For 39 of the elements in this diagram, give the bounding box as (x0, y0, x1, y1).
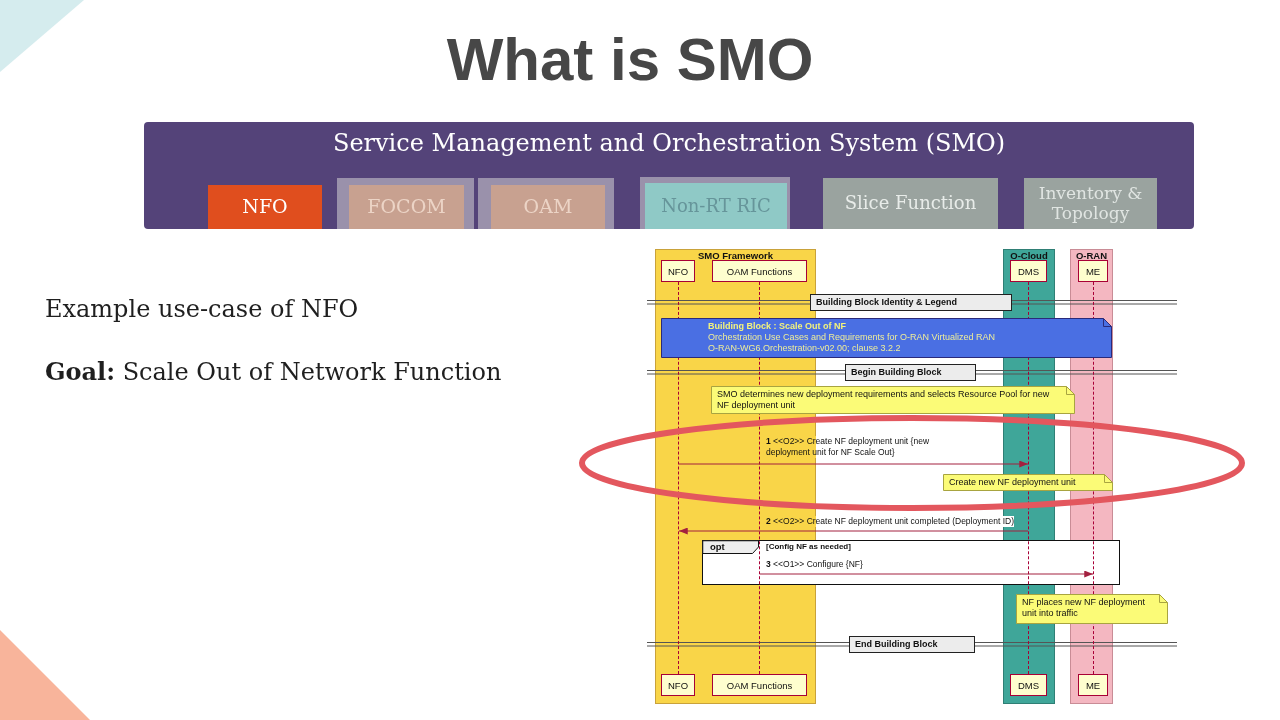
participant-box: ME (1078, 674, 1108, 696)
fragment-tab (702, 540, 760, 554)
participant-box: NFO (661, 674, 695, 696)
participant-box: OAM Functions (712, 260, 807, 282)
note-box (943, 474, 1113, 491)
note-heading: Building Block : Scale Out of NF (708, 321, 846, 332)
participant-box: ME (1078, 260, 1108, 282)
participant-box: DMS (1010, 260, 1047, 282)
note-text: SMO determines new deployment requirements and selects Resource Pool for new NF deployment unit (717, 389, 1051, 411)
note-box (1016, 594, 1168, 624)
banner-title: Service Management and Orchestration System (SMO) (332, 128, 1006, 158)
function-tile: Slice Function (823, 178, 998, 229)
note-text: Create new NF deployment unit (949, 477, 1076, 488)
slide-title: What is SMO (446, 27, 814, 93)
divider-label: Building Block Identity & Legend (810, 294, 1012, 311)
group-title: O-RAN (1075, 251, 1108, 261)
body-text: Goal: Scale Out of Network Function (45, 358, 502, 387)
note-box (661, 318, 1112, 358)
divider-label: End Building Block (849, 636, 975, 653)
function-tile: Inventory & Topology (1024, 178, 1157, 229)
divider-label: Begin Building Block (845, 364, 976, 381)
note-text: NF places new NF deployment unit into traffic (1022, 597, 1147, 619)
participant-box: DMS (1010, 674, 1047, 696)
message-arrow (678, 527, 1029, 535)
function-tile: NFO (208, 185, 322, 229)
message-arrow (759, 570, 1094, 578)
message-arrow (678, 460, 1029, 468)
participant-box: OAM Functions (712, 674, 807, 696)
message-label: 3 <<O1>> Configure {NF} (766, 559, 863, 570)
note-box (711, 386, 1075, 414)
note-text: Orchestration Use Cases and Requirements for O-RAN Virtualized RAN (708, 332, 995, 343)
note-text: O-RAN-WG6.Orchestration-v02.00; clause 3.2.2 (708, 343, 901, 354)
fragment-operator: opt (710, 541, 725, 552)
guard-condition: [Config NF as needed] (766, 542, 851, 552)
participant-box: NFO (661, 260, 695, 282)
body-text: Example use-case of NFO (45, 295, 359, 324)
smo-banner (144, 122, 1194, 229)
group-title: SMO Framework (698, 251, 773, 261)
group-title: O-Cloud (1010, 251, 1048, 261)
